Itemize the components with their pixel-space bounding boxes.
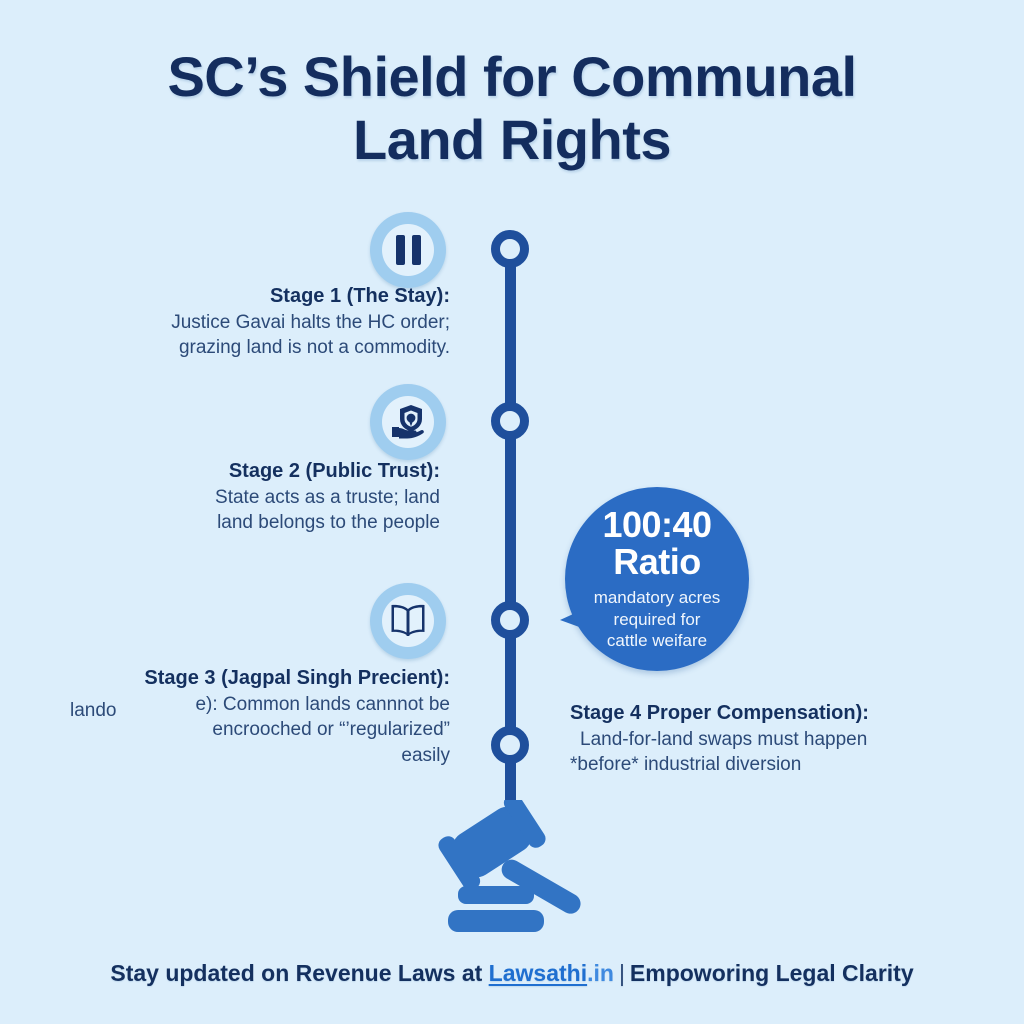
stage-3-body: e): Common lands cannnot be encrooched o… <box>100 692 450 768</box>
lawsathi-link-tld[interactable]: .in <box>587 960 614 986</box>
stage-4-heading: Stage 4 Proper Compensation): <box>570 702 869 724</box>
footer-tagline: Empoworing Legal Clarity <box>629 960 914 986</box>
pause-icon <box>395 235 421 265</box>
gavel-icon <box>438 793 581 932</box>
callout-ratio-line-1: 100:40 <box>602 503 712 545</box>
stage-1-text: Stage 1 (The Stay): Justice Gavai halts … <box>150 283 450 361</box>
callout-caption-line-1: mandatory acres <box>593 588 721 608</box>
stage-2-body: State acts as a truste; land land belong… <box>150 485 440 536</box>
stage-1-heading: Stage 1 (The Stay): <box>269 285 450 307</box>
timeline-node-4 <box>491 726 529 764</box>
title-line-1: SC’s Shield for Communal <box>167 45 857 108</box>
stage-1-body-line-1: Justice Gavai halts the HC order; <box>171 312 450 333</box>
stage-4-body: Land-for-land swaps must happen *before*… <box>570 727 920 778</box>
gavel-illustration <box>430 793 610 945</box>
stage-2-body-line-1: State acts as a truste; land <box>215 487 440 508</box>
stage-3-text: Stage 3 (Jagpal Singh Precient): lando e… <box>70 665 450 768</box>
stage-4-text: Stage 4 Proper Compensation): Land-for-l… <box>570 700 920 778</box>
stage-1-body-line-2: grazing land is not a commodity. <box>178 337 450 359</box>
timeline-spine <box>505 236 516 811</box>
callout-caption-line-2: required for <box>613 609 701 629</box>
stage-3-heading: Stage 3 (Jagpal Singh Precient): <box>144 667 450 689</box>
stage-2-icon-badge <box>370 384 446 460</box>
stage-2-heading: Stage 2 (Public Trust): <box>228 460 440 482</box>
callout-caption: mandatory acres required for cattle weif… <box>594 587 721 651</box>
timeline-node-1 <box>491 230 529 268</box>
stage-1-icon-badge <box>370 212 446 288</box>
stage-2-body-line-2: land belongs to the people <box>217 512 440 534</box>
stage-1-body: Justice Gavai halts the HC order; grazin… <box>150 310 450 361</box>
callout-bubble <box>565 487 749 671</box>
stage-4-body-line-2: *before* industrial diversion <box>570 754 802 776</box>
footer: Stay updated on Revenue Laws at Lawsathi… <box>0 960 1024 987</box>
shield-in-hand-icon <box>392 405 424 439</box>
lawsathi-link[interactable]: Lawsathi <box>488 960 588 986</box>
callout-bubble-content: 100:40 Ratio mandatory acres required fo… <box>565 487 749 671</box>
callout-ratio-line-2: Ratio <box>613 540 701 582</box>
footer-separator: | <box>618 960 625 986</box>
timeline-node-3 <box>491 601 529 639</box>
stage-3-body-line-3: easily <box>401 744 450 766</box>
footer-lead-text: Stay updated on Revenue Laws at <box>110 960 489 986</box>
callout-caption-line-3: cattle weifare <box>606 630 708 650</box>
stage-4-body-line-1: Land-for-land swaps must happen <box>580 729 868 750</box>
stage-3-body-line-2: encrooched or “’regularized” <box>212 719 450 741</box>
stage-3-body-line-1: e): Common lands cannnot be <box>195 694 450 715</box>
stage-2-text: Stage 2 (Public Trust): State acts as a … <box>150 458 440 536</box>
open-book-icon <box>391 604 425 636</box>
title-line-2: Land Rights <box>352 107 672 171</box>
timeline-node-2 <box>491 402 529 440</box>
stage-3-icon-badge <box>370 583 446 659</box>
page-title: SC’s Shield for Communal Land Rights <box>0 45 1024 171</box>
